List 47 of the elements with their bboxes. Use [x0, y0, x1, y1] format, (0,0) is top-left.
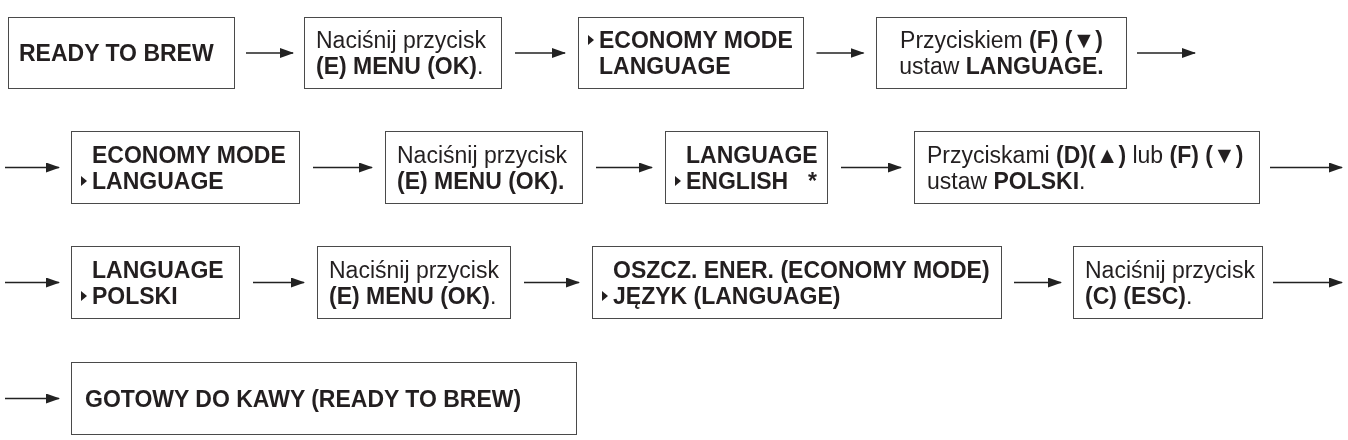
arrow	[1013, 277, 1062, 288]
arrow	[4, 277, 60, 288]
menu-line: OSZCZ. ENER. (ECONOMY MODE)	[613, 256, 990, 283]
instruction-box	[304, 17, 502, 89]
arrow	[1269, 162, 1343, 173]
instruction-box	[385, 131, 583, 204]
arrow	[840, 162, 902, 173]
menu-display-box	[71, 131, 300, 204]
menu-line: LANGUAGE	[686, 141, 818, 168]
arrow	[1272, 277, 1343, 288]
menu-display-box	[578, 17, 804, 89]
menu-line: POLSKI	[92, 282, 178, 309]
arrow	[815, 48, 865, 58]
arrow	[595, 162, 653, 173]
instruction-text: Przyciskami (D)(▲) lub (F) (▼) ustaw POLSKI.	[927, 141, 1245, 194]
arrow	[514, 48, 566, 58]
instruction-text: Naciśnij przycisk (C) (ESC).	[1085, 256, 1256, 309]
instruction-text: Naciśnij przycisk (E) MENU (OK).	[329, 256, 500, 309]
arrow	[312, 162, 373, 173]
instruction-box	[876, 17, 1127, 89]
menu-display-box	[592, 246, 1002, 319]
status-text: GOTOWY DO KAWY (READY TO BREW)	[85, 385, 522, 412]
arrow	[1136, 48, 1196, 58]
menu-display-box	[665, 131, 828, 204]
selection-asterisk: *	[808, 167, 817, 194]
menu-display-box	[71, 246, 240, 319]
menu-line: LANGUAGE	[92, 256, 224, 283]
instruction-box	[317, 246, 511, 319]
status-text: READY TO BREW	[19, 40, 214, 66]
menu-line: LANGUAGE	[599, 53, 731, 79]
instruction-box	[914, 131, 1260, 204]
arrow	[4, 393, 60, 404]
arrow	[245, 48, 294, 58]
arrow	[252, 277, 305, 288]
instruction-box	[1073, 246, 1263, 319]
instruction-text: Naciśnij przycisk (E) MENU (OK).	[316, 27, 487, 79]
status-display-box	[8, 17, 235, 89]
menu-line: ECONOMY MODE	[599, 27, 793, 53]
instruction-text: Przyciskiem (F) (▼) ustaw LANGUAGE.	[898, 27, 1105, 79]
menu-line: JĘZYK (LANGUAGE)	[613, 282, 841, 309]
menu-line: ENGLISH	[686, 167, 789, 194]
menu-line: ECONOMY MODE	[92, 141, 286, 168]
status-display-box	[71, 362, 577, 435]
instruction-text: Naciśnij przycisk (E) MENU (OK).	[397, 141, 568, 194]
menu-line: LANGUAGE	[92, 167, 224, 194]
arrow	[4, 162, 60, 173]
arrow	[523, 277, 580, 288]
